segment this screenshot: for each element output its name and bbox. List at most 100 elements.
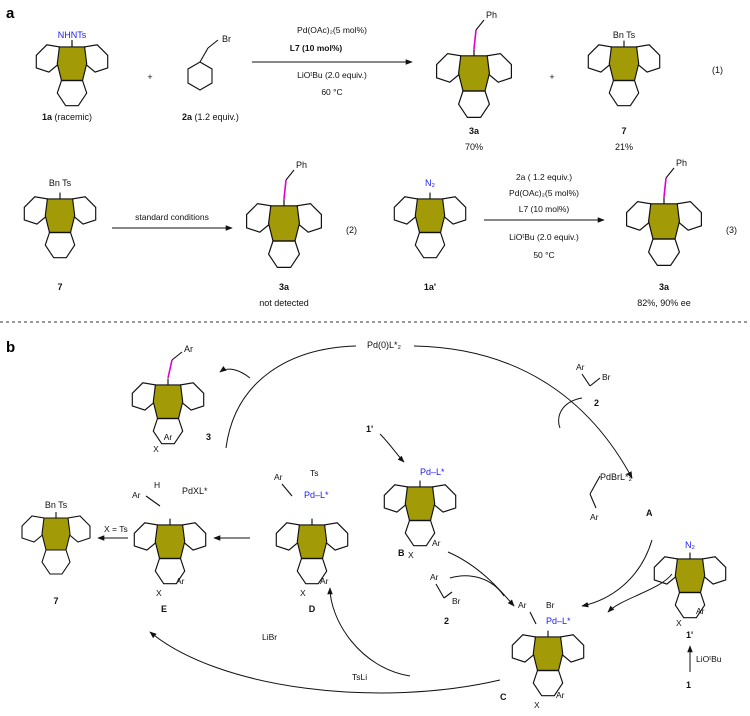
base-label: LiOᵗBu	[696, 654, 722, 664]
1prime-diazo: N₂	[685, 540, 695, 550]
2b-aryl: Ar	[430, 572, 439, 582]
1prime-ar-ring: Ar	[696, 606, 705, 616]
eq3-reactant-1a-prime-structure	[393, 192, 467, 259]
2b-bromine: Br	[452, 596, 461, 606]
eq3-cond-ligand: L7 (10 mol%)	[519, 204, 570, 214]
eq2-3a-phenyl: Ph	[296, 160, 307, 170]
plus-sign-1: +	[147, 72, 152, 82]
eq2-3a-note: not detected	[259, 298, 309, 308]
cycle-arc-A-to-C	[581, 539, 653, 608]
x-equals-ts: X = Ts	[104, 524, 128, 534]
D-pd-ligand: Pd–L*	[304, 490, 329, 500]
cycle-arc-top-right	[413, 345, 633, 479]
A-label: A	[646, 508, 653, 518]
arc-1prime-to-C	[607, 573, 673, 613]
pd0-catalyst: Pd(0)L*₂	[367, 340, 402, 350]
intermediate-E-structure	[133, 518, 207, 585]
intermediate-C-structure	[511, 630, 585, 697]
E-aryl: Ar	[132, 490, 141, 500]
eq2-reactant-7-structure	[23, 192, 97, 259]
E-ar-ring: Ar	[176, 576, 185, 586]
2-aryl: Ar	[576, 362, 585, 372]
cycle-arc-D-branch	[327, 587, 411, 677]
C-aryl: Ar	[518, 600, 527, 610]
A-pd-complex: PdBrL*₂	[600, 472, 633, 482]
3a-phenyl: Ph	[486, 10, 497, 20]
eq2-number: (2)	[346, 225, 357, 235]
product-3a-structure	[435, 48, 513, 119]
cycle-arc-bottom	[149, 631, 501, 694]
eq1-cond-temp: 60 °C	[321, 87, 342, 97]
1a-substituent: NHNTs	[58, 30, 87, 40]
7-cycle-substituents: Bn Ts	[45, 500, 68, 510]
eq3-3a-yield: 82%, 90% ee	[637, 298, 691, 308]
3a-label: 3a	[469, 126, 480, 136]
7-cycle-label: 7	[53, 596, 58, 606]
A-aryl: Ar	[590, 512, 599, 522]
7-label: 7	[621, 126, 626, 136]
1prime-incoming: 1'	[366, 424, 373, 434]
3-x-atom: X	[153, 444, 159, 454]
D-label: D	[309, 604, 316, 614]
D-tosyl: Ts	[310, 468, 319, 478]
E-x-atom: X	[156, 588, 162, 598]
eq2-3a-label: 3a	[279, 282, 290, 292]
eq1-cond-base: LiOᵗBu (2.0 equiv.)	[297, 70, 367, 80]
B-pd-ligand: Pd–L*	[420, 467, 445, 477]
eq1-cond-ligand: L7 (10 mol%)	[290, 43, 343, 53]
1-label: 1	[686, 680, 691, 690]
1prime-label: 1'	[686, 630, 693, 640]
cycle-arc-to-3	[219, 365, 251, 379]
2a-label: 2a (1.2 equiv.)	[182, 112, 239, 122]
2-label: 2	[594, 398, 599, 408]
arc-B-to-C	[447, 551, 515, 607]
7-yield: 21%	[615, 142, 633, 152]
eq3-cond-base: LiOᵗBu (2.0 equiv.)	[509, 232, 579, 242]
3-aryl: Ar	[184, 344, 193, 354]
eq1-cond-catalyst: Pd(OAc)₂(5 mol%)	[297, 25, 367, 35]
eq3-diazo-group: N₂	[425, 178, 435, 188]
C-pd-ligand: Pd–L*	[546, 616, 571, 626]
C-label: C	[500, 692, 507, 702]
3a-yield: 70%	[465, 142, 483, 152]
B-label: B	[398, 548, 405, 558]
arc-2b-incoming	[449, 575, 505, 597]
product-7-structure	[587, 40, 661, 107]
eq3-1a-prime-label: 1a'	[424, 282, 436, 292]
7-substituents: Bn Ts	[613, 30, 636, 40]
arc-1prime-to-B	[379, 433, 405, 463]
2-bromine: Br	[602, 372, 611, 382]
eq2-7-substituents: Bn Ts	[49, 178, 72, 188]
eq2-7-label: 7	[57, 282, 62, 292]
section-b-label: b	[6, 339, 15, 356]
arc-2-incoming	[558, 397, 583, 429]
eq3-3a-label: 3a	[659, 282, 670, 292]
intermediate-D-structure	[275, 518, 349, 585]
intermediate-1prime-structure	[653, 552, 727, 619]
E-label: E	[161, 604, 167, 614]
eq3-cond-temp: 50 °C	[533, 250, 554, 260]
eq2-product-3a-structure	[245, 198, 323, 269]
eq3-cond-catalyst: Pd(OAc)₂(5 mol%)	[509, 188, 579, 198]
eq1-number: (1)	[712, 65, 723, 75]
eq3-3a-phenyl: Ph	[676, 158, 687, 168]
eq3-cond-reagent: 2a ( 1.2 equiv.)	[516, 172, 572, 182]
eq3-number: (3)	[726, 225, 737, 235]
D-x-atom: X	[300, 588, 306, 598]
E-pd-complex: PdXL*	[182, 486, 208, 496]
C-ar-ring: Ar	[556, 690, 565, 700]
reactant-1a-structure	[35, 40, 109, 107]
1prime-x-atom: X	[676, 618, 682, 628]
2a-bromine: Br	[222, 34, 231, 44]
intermediate-B-structure	[383, 480, 457, 547]
B-x-atom: X	[408, 550, 414, 560]
C-x-atom: X	[534, 700, 540, 710]
cycle-arc-top-left	[225, 345, 357, 449]
libr-byproduct: LiBr	[262, 632, 277, 642]
section-a-label: a	[6, 5, 15, 22]
3-ar-ring: Ar	[164, 432, 173, 442]
1a-label: 1a (racemic)	[42, 112, 92, 122]
eq3-product-3a-structure	[625, 196, 703, 267]
tsli-byproduct: TsLi	[352, 672, 367, 682]
